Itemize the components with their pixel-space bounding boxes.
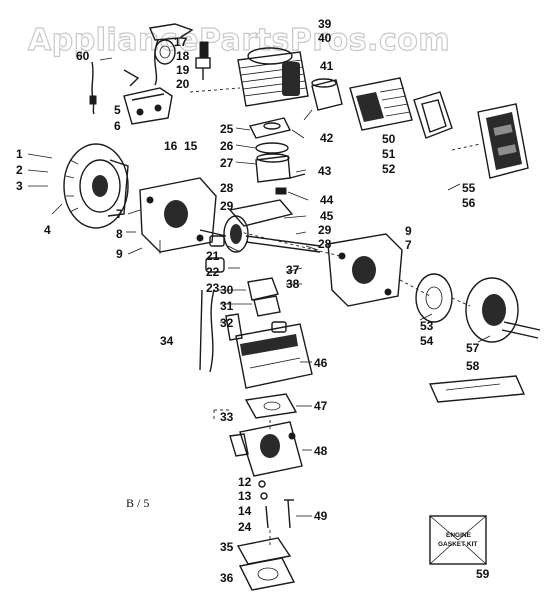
callout-43: 43	[318, 164, 332, 178]
intake-gasket-part	[225, 277, 281, 341]
callout-13: 13	[238, 489, 252, 503]
flywheel-part	[63, 143, 129, 229]
carburetor-gasket-part	[244, 393, 298, 419]
callout-28a: 28	[220, 181, 234, 195]
watermark-text: AppliancePartsPros.com	[28, 23, 450, 58]
callout-30: 30	[220, 283, 234, 297]
ignition-lead-part	[89, 61, 97, 115]
callout-41: 41	[320, 59, 334, 73]
callout-56: 56	[462, 196, 476, 210]
callout-33: 33	[220, 410, 234, 424]
decal-part	[428, 375, 526, 403]
callout-6: 6	[114, 119, 121, 133]
callout-47: 47	[314, 399, 328, 413]
callout-44: 44	[320, 193, 334, 207]
piston-part	[248, 117, 306, 195]
callout-60: 60	[76, 49, 90, 63]
callout-58: 58	[466, 359, 480, 373]
callout-37: 37	[286, 263, 300, 277]
callout-50: 50	[382, 132, 396, 146]
ignition-module-part	[123, 69, 173, 125]
callout-1: 1	[16, 147, 23, 161]
crank-bearing-part	[205, 235, 225, 273]
bearing-disk-part	[415, 273, 453, 323]
callout-21: 21	[206, 249, 220, 263]
figure-code: B / 5	[126, 496, 149, 510]
callout-17: 17	[174, 35, 188, 49]
fuel-tank-part	[235, 321, 313, 389]
screw-set-part	[258, 480, 269, 529]
callout-45: 45	[320, 209, 334, 223]
callout-29a: 29	[220, 199, 234, 213]
callout-9a: 9	[116, 247, 123, 261]
callout-51: 51	[382, 147, 396, 161]
callout-29b: 29	[318, 223, 332, 237]
assembly-guide-lines	[189, 87, 481, 546]
callout-25: 25	[220, 122, 234, 136]
callout-23: 23	[206, 281, 220, 295]
right-crankcase-part	[327, 233, 403, 307]
callout-7a: 7	[116, 207, 123, 221]
leader-lines	[27, 57, 491, 517]
callout-12: 12	[238, 475, 252, 489]
callout-16: 16	[164, 139, 178, 153]
sleeve-part	[311, 78, 343, 111]
callout-14: 14	[238, 504, 252, 518]
callout-24: 24	[238, 520, 252, 534]
cylinder-part	[237, 47, 309, 107]
callout-42: 42	[320, 131, 334, 145]
callout-22: 22	[206, 265, 220, 279]
callout-36: 36	[220, 571, 234, 585]
fuel-line-part	[199, 289, 215, 373]
callout-55: 55	[462, 181, 476, 195]
left-crankcase-part	[139, 177, 217, 254]
callout-28b: 28	[318, 237, 332, 251]
callout-18: 18	[176, 49, 190, 63]
callout-8: 8	[116, 227, 123, 241]
callout-2: 2	[16, 163, 23, 177]
callout-5: 5	[114, 103, 121, 117]
callout-4: 4	[44, 223, 51, 237]
callout-34: 34	[160, 334, 174, 348]
callout-9b: 9	[405, 224, 412, 238]
callout-27: 27	[220, 156, 234, 170]
callout-32: 32	[220, 316, 234, 330]
callout-39: 39	[318, 17, 332, 31]
callout-49: 49	[314, 509, 328, 523]
callout-46: 46	[314, 356, 328, 370]
callout-57: 57	[466, 341, 480, 355]
callout-15: 15	[184, 139, 198, 153]
crankshaft-part	[199, 199, 321, 253]
carburetor-screw-part	[284, 499, 294, 529]
spark-plug-part	[149, 23, 211, 86]
callout-35: 35	[220, 540, 234, 554]
kit-label-gasket: GASKET KIT	[438, 541, 477, 548]
kit-label-engine: ENGINE	[446, 532, 472, 539]
callout-31: 31	[220, 299, 234, 313]
callout-3: 3	[16, 179, 23, 193]
callout-52: 52	[382, 162, 396, 176]
callout-40: 40	[318, 31, 332, 45]
callout-48: 48	[314, 444, 328, 458]
clutch-drum-part	[465, 277, 541, 343]
callout-19: 19	[176, 63, 190, 77]
callout-20: 20	[176, 77, 190, 91]
callout-7b: 7	[405, 238, 412, 252]
muffler-part	[349, 77, 413, 131]
carburetor-part	[229, 421, 303, 477]
callout-26: 26	[220, 139, 234, 153]
callout-54: 54	[420, 334, 434, 348]
diaphragm-part	[236, 537, 296, 591]
air-filter-housing-part	[477, 103, 529, 179]
callout-labels: 1 2 3 4 5 6 7 7 8 9 9 12 13 14 15 16 17 …	[16, 17, 490, 585]
muffler-cover-part	[413, 91, 453, 139]
callout-38: 38	[286, 277, 300, 291]
gasket-kit-envelope: ENGINE GASKET KIT	[429, 515, 487, 565]
callout-59: 59	[476, 567, 490, 581]
callout-53: 53	[420, 319, 434, 333]
